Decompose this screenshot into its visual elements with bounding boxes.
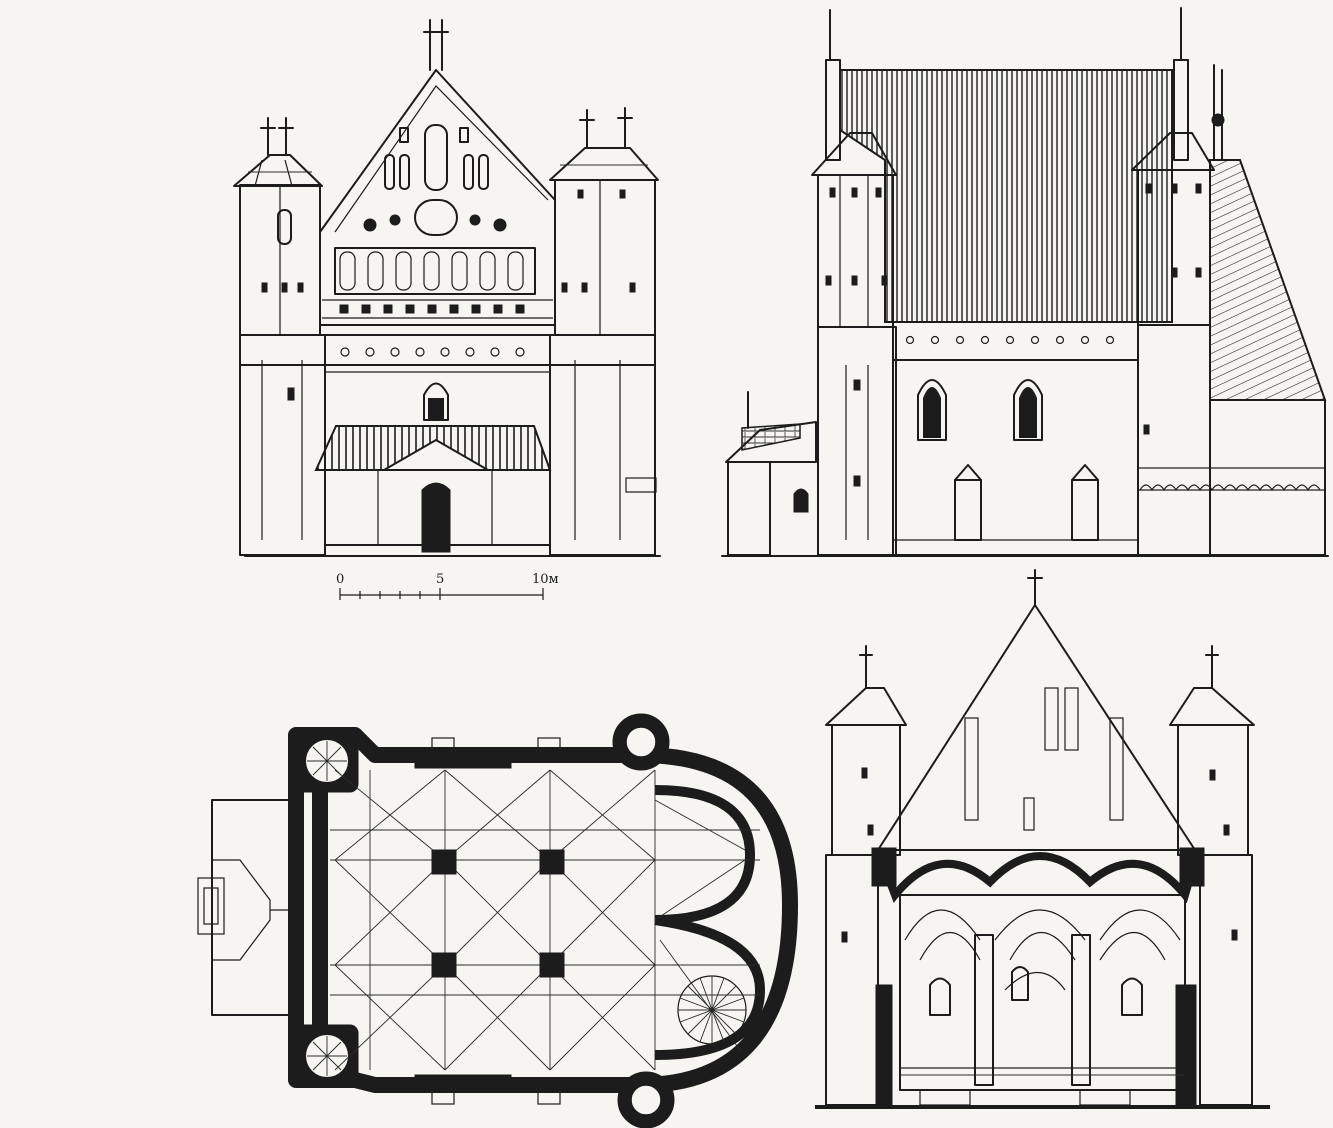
plan-tower-se <box>617 1071 675 1128</box>
west-tower-side <box>811 132 897 556</box>
section-tower-left <box>825 645 907 1106</box>
arcade-frieze <box>239 334 656 373</box>
scale-label-10m: 10м <box>532 572 559 587</box>
central-gable <box>319 19 556 326</box>
side-elevation <box>721 7 1329 557</box>
porch-annex-side <box>725 391 817 556</box>
left-tower-pair <box>233 117 326 556</box>
right-tower-pair <box>549 107 659 556</box>
plan-tower-ne <box>612 713 670 771</box>
scale-label-5: 5 <box>436 572 444 587</box>
plan-tower-nw <box>295 729 359 793</box>
west-facade-elevation <box>233 19 661 557</box>
cross-section <box>815 569 1270 1109</box>
entrance-porch <box>314 382 552 553</box>
plan-porch <box>197 799 301 1016</box>
scale-bar: 0 5 10м <box>336 572 559 600</box>
plan-tower-sw <box>295 1024 359 1088</box>
plan-star-vault <box>677 975 747 1045</box>
floor-plan <box>197 713 798 1128</box>
scale-label-0: 0 <box>336 572 344 587</box>
